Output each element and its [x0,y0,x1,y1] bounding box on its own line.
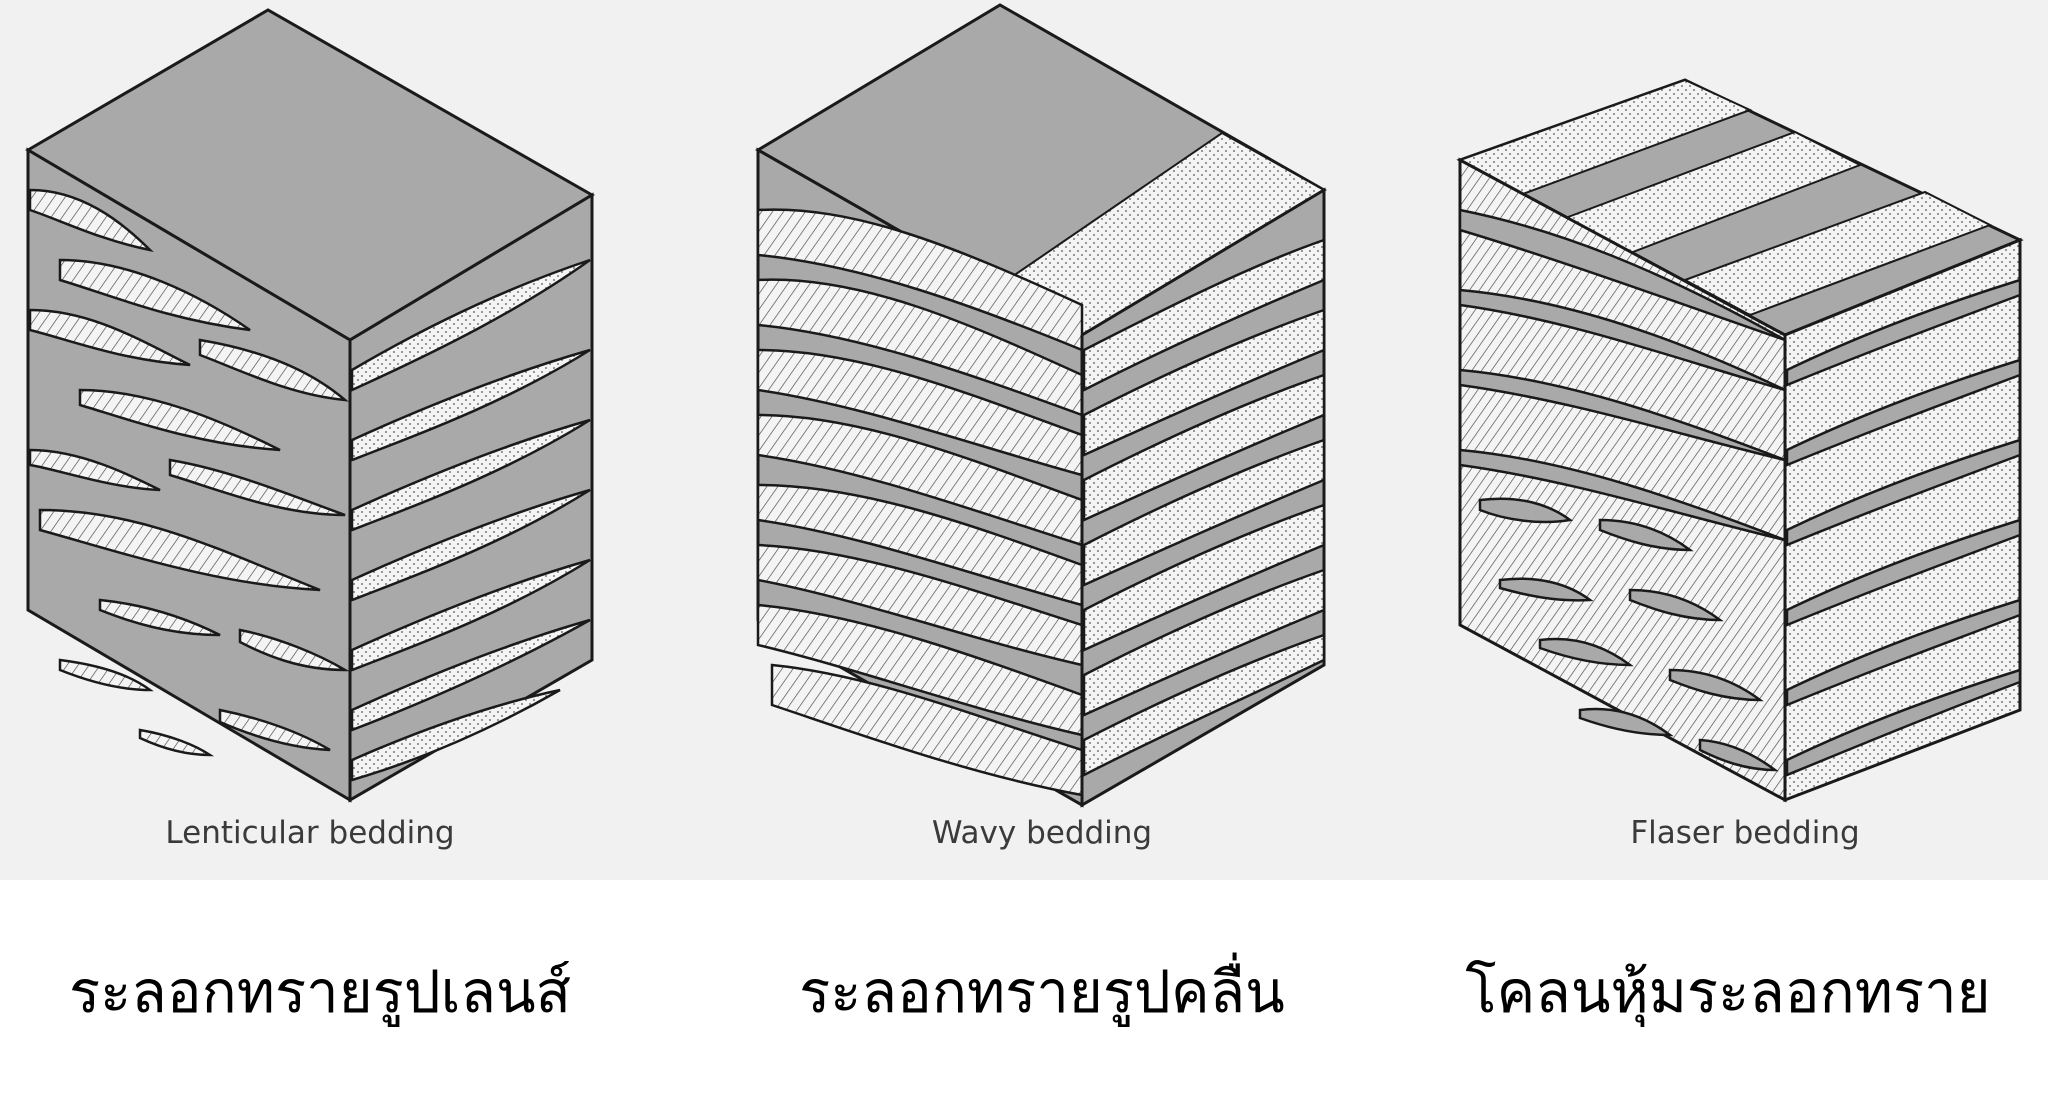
wavy-bedding-block [755,3,1327,808]
wavy-sand-layers-right [1082,238,1326,778]
mud-drapes-left [1458,208,1786,772]
figure-panel: Lenticular bedding Wavy bedding Flaser b… [0,0,2048,880]
sand-lenses-right [350,258,591,782]
top-face-sand-ripples [1457,78,1993,317]
wavy-thai-caption: ระลอกทรายรูปคลื่น [799,958,1285,1026]
wavy-sand-layers-left [756,208,1084,797]
lenticular-thai-caption: ระลอกทรายรูปเลนส์ [68,958,572,1026]
mud-drapes-right [1785,278,2022,777]
flaser-english-caption: Flaser bedding [1630,815,1860,851]
lenticular-bedding-block [25,8,595,803]
flaser-thai-caption: โคลนหุ้มระลอกทราย [1465,958,1991,1026]
flaser-bedding-block [1456,78,2024,803]
lenticular-english-caption: Lenticular bedding [165,815,455,851]
sand-lenses-left [28,188,350,757]
wavy-english-caption: Wavy bedding [931,815,1153,851]
